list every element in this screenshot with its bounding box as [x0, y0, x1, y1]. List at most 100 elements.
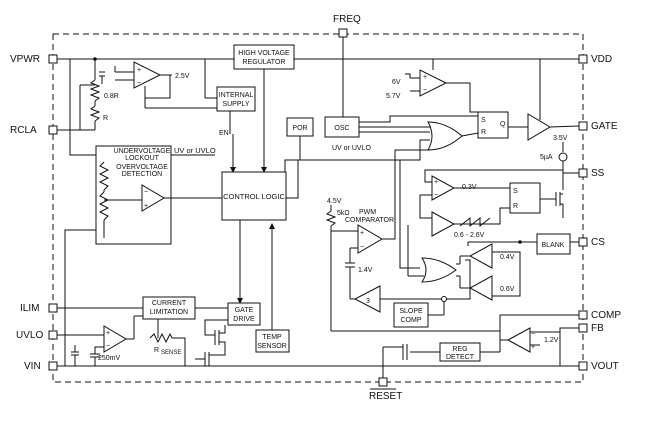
svg-text:5.7V: 5.7V: [386, 93, 401, 100]
svg-text:UV or UVLO: UV or UVLO: [332, 145, 371, 152]
svg-text:SENSE: SENSE: [161, 350, 181, 356]
svg-text:SENSOR: SENSOR: [257, 343, 287, 350]
svg-text:POR: POR: [292, 125, 307, 132]
svg-text:TEMP: TEMP: [262, 334, 282, 341]
svg-text:VOUT: VOUT: [591, 361, 619, 372]
svg-text:+: +: [144, 203, 148, 210]
error-amplifier: − + 1.2V: [331, 314, 579, 366]
svg-text:COMP: COMP: [401, 317, 422, 324]
svg-text:+: +: [531, 344, 535, 351]
svg-text:RCLA: RCLA: [10, 125, 37, 136]
current-limitation: CURRENT LIMITATION: [57, 296, 228, 320]
svg-text:−: −: [144, 189, 148, 196]
svg-text:S: S: [513, 188, 518, 195]
svg-text:+: +: [137, 67, 141, 74]
pin-vout[interactable]: VOUT: [578, 361, 619, 372]
svg-text:UV or UVLO: UV or UVLO: [174, 146, 216, 155]
svg-text:−: −: [106, 343, 110, 350]
svg-text:0.6V: 0.6V: [500, 286, 515, 293]
svg-text:−: −: [423, 87, 427, 94]
svg-text:EN: EN: [219, 130, 229, 137]
svg-text:FREQ: FREQ: [333, 14, 361, 25]
svg-text:R: R: [154, 347, 159, 354]
svg-text:VDD: VDD: [591, 54, 612, 65]
svg-text:5kΩ: 5kΩ: [337, 210, 350, 217]
gate-drive: GATE DRIVE: [204, 302, 261, 336]
svg-text:Q: Q: [500, 121, 506, 128]
svg-text:OSC: OSC: [334, 125, 349, 132]
svg-text:−: −: [434, 192, 438, 199]
svg-text:−: −: [531, 331, 535, 338]
svg-text:VIN: VIN: [24, 361, 41, 372]
svg-text:6V: 6V: [392, 79, 401, 86]
pin-vdd[interactable]: VDD: [578, 54, 612, 65]
pin-vpwr[interactable]: VPWR: [10, 54, 58, 65]
svg-text:CURRENT: CURRENT: [152, 300, 187, 307]
pin-ss[interactable]: SS: [578, 168, 605, 179]
pin-gate[interactable]: GATE: [578, 121, 618, 132]
high-voltage-regulator: HIGH VOLTAGE REGULATOR: [233, 44, 295, 173]
svg-text:DRIVE: DRIVE: [233, 316, 255, 323]
svg-text:UVLO: UVLO: [16, 330, 43, 341]
svg-text:+: +: [106, 330, 110, 337]
svg-text:1.2V: 1.2V: [544, 337, 559, 344]
svg-text:−: −: [360, 244, 364, 251]
svg-text:FB: FB: [591, 323, 604, 334]
svg-text:5µA: 5µA: [540, 154, 553, 161]
pin-uvlo[interactable]: UVLO: [16, 330, 58, 341]
en-signal: EN: [144, 98, 236, 173]
reg-detect: REG DETECT: [382, 340, 501, 378]
pwm-comparator: 4.5V 5kΩ PWM COMPARATOR + − 1.4V 3: [325, 149, 471, 331]
pin-cs[interactable]: CS: [578, 237, 605, 248]
svg-text:GATE: GATE: [235, 307, 254, 314]
svg-text:SS: SS: [591, 168, 605, 179]
svg-text:ILIM: ILIM: [20, 303, 39, 314]
svg-text:0.6 - 2.6V: 0.6 - 2.6V: [454, 232, 485, 239]
svg-text:LIMITATION: LIMITATION: [150, 309, 188, 316]
svg-text:R: R: [513, 203, 518, 210]
vpwr-sense-amp: 0.8R R + − 2.5V: [79, 57, 190, 131]
svg-text:COMPARATOR: COMPARATOR: [345, 217, 394, 224]
svg-text:250mV: 250mV: [98, 355, 121, 362]
svg-text:BLANK: BLANK: [542, 242, 565, 249]
por-block: POR: [284, 117, 314, 172]
svg-text:DETECT: DETECT: [446, 354, 475, 361]
pin-ilim[interactable]: ILIM: [20, 303, 58, 314]
svg-text:VPWR: VPWR: [10, 54, 40, 65]
package-boundary: [52, 33, 584, 383]
svg-text:0.8R: 0.8R: [104, 93, 119, 100]
svg-text:2.5V: 2.5V: [175, 73, 190, 80]
svg-text:REG: REG: [452, 346, 467, 353]
pin-fb[interactable]: FB: [578, 323, 604, 334]
svg-text:+: +: [423, 74, 427, 81]
svg-text:INTERNAL: INTERNAL: [219, 92, 254, 99]
svg-text:R: R: [481, 129, 486, 136]
output-logic: S R Q + − 6V 5.7V: [386, 59, 580, 269]
svg-text:S: S: [481, 117, 486, 124]
svg-text:REGULATOR: REGULATOR: [243, 59, 286, 66]
svg-text:DETECTION: DETECTION: [122, 171, 162, 178]
svg-text:GATE: GATE: [591, 121, 618, 132]
pin-rcla[interactable]: RCLA: [10, 125, 58, 136]
svg-text:OVERVOLTAGE: OVERVOLTAGE: [116, 164, 168, 171]
svg-text:HIGH VOLTAGE: HIGH VOLTAGE: [238, 50, 290, 57]
svg-text:4.5V: 4.5V: [327, 198, 342, 205]
svg-text:CONTROL LOGIC: CONTROL LOGIC: [223, 192, 285, 201]
svg-text:3.5V: 3.5V: [553, 135, 568, 142]
svg-text:PWM: PWM: [359, 209, 376, 216]
svg-text:R: R: [103, 115, 108, 122]
svg-text:COMP: COMP: [591, 310, 621, 321]
pin-vin[interactable]: VIN: [24, 361, 58, 372]
cs-comparators: 0.4V 0.6V BLANK: [407, 225, 579, 301]
svg-text:RESET: RESET: [369, 391, 402, 402]
internal-supply: INTERNAL SUPPLY: [204, 59, 256, 112]
oscillator: OSC UV or UVLO: [324, 115, 480, 152]
svg-text:SLOPE: SLOPE: [399, 308, 423, 315]
svg-text:LOCKOUT: LOCKOUT: [125, 155, 160, 162]
svg-text:+: +: [360, 230, 364, 237]
pin-comp[interactable]: COMP: [578, 310, 621, 321]
undervoltage-lockout-block: UNDERVOLTAGE LOCKOUT OVERVOLTAGE DETECTI…: [64, 59, 222, 366]
svg-text:SUPPLY: SUPPLY: [222, 101, 249, 108]
temp-sensor: TEMP SENSOR: [255, 329, 290, 353]
